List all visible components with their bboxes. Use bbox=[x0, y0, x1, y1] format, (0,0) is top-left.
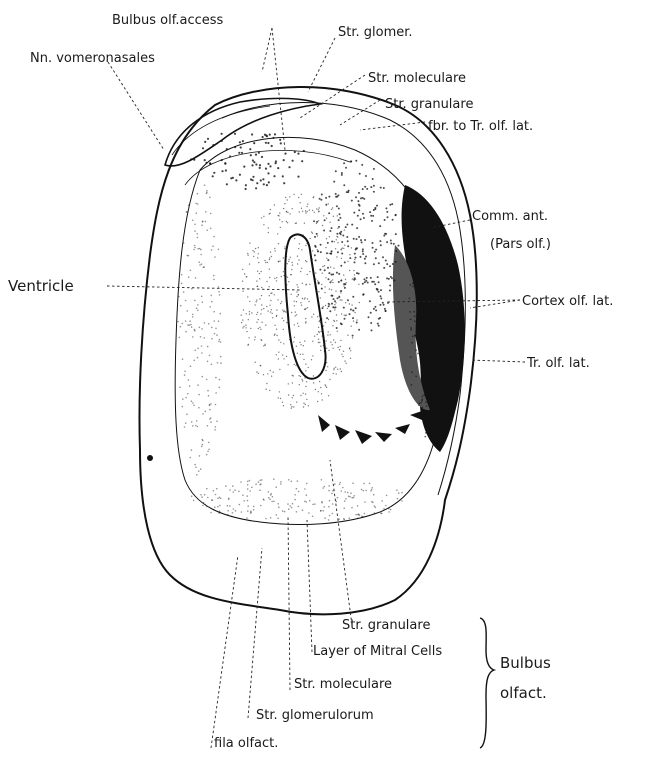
ventricle-cavity bbox=[285, 234, 325, 378]
label-comm-ant: Comm. ant. bbox=[472, 209, 548, 224]
label-str-glomerulorum: Str. glomerulorum bbox=[256, 708, 374, 723]
label-fbr-to-tr-olf-lat: fbr. to Tr. olf. lat. bbox=[428, 119, 533, 134]
bulbus-bracket bbox=[480, 618, 494, 748]
label-str-moleculare-top: Str. moleculare bbox=[368, 71, 466, 86]
label-olfact: olfact. bbox=[500, 684, 547, 702]
label-str-granulare-bottom: Str. granulare bbox=[342, 618, 430, 633]
label-pars-olf: (Pars olf.) bbox=[490, 237, 551, 252]
label-ventricle: Ventricle bbox=[8, 277, 74, 295]
label-layer-of-mitral-cells: Layer of Mitral Cells bbox=[313, 644, 442, 659]
label-fila-olfact: fila olfact. bbox=[214, 736, 278, 751]
left-dark-spot bbox=[147, 455, 153, 461]
label-cortex-olf-lat: Cortex olf. lat. bbox=[522, 294, 613, 309]
leader-lines bbox=[107, 28, 525, 748]
label-bulbus-olf-access: Bulbus olf.access bbox=[112, 13, 224, 28]
label-bulbus: Bulbus bbox=[500, 654, 551, 672]
label-str-moleculare-bottom: Str. moleculare bbox=[294, 677, 392, 692]
label-nn-vomeronasales: Nn. vomeronasales bbox=[30, 51, 155, 66]
mitral-dark-blocks bbox=[318, 410, 425, 444]
lateral-cortex-dense-shading bbox=[393, 185, 465, 452]
label-str-glomer: Str. glomer. bbox=[338, 25, 413, 40]
label-tr-olf-lat: Tr. olf. lat. bbox=[526, 356, 590, 371]
label-str-granulare-top: Str. granulare bbox=[385, 97, 473, 112]
labels: Bulbus olf.access Nn. vomeronasales Str.… bbox=[8, 13, 613, 751]
